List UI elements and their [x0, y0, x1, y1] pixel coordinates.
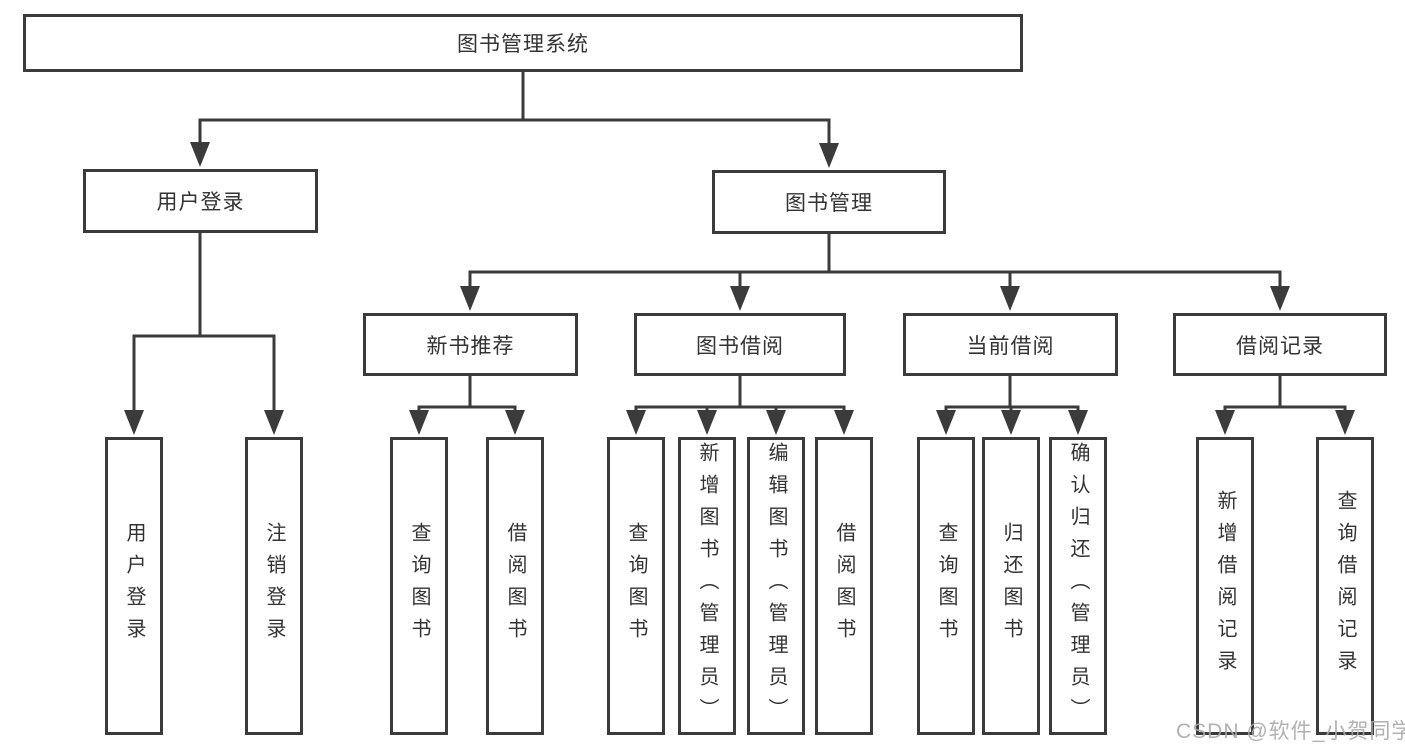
- node-return-book: 归还图书: [982, 437, 1040, 735]
- node-borrow-book-label: 借阅图书: [833, 522, 855, 650]
- node-add-borrow-record: 新增借阅记录: [1196, 437, 1254, 735]
- node-query-book: 查询图书: [607, 437, 665, 735]
- node-user-login-label: 用户登录: [156, 191, 245, 214]
- csdn-watermark: CSDN @软件_小贺同学: [1176, 720, 1405, 743]
- node-book-borrow: 图书借阅: [634, 313, 846, 376]
- node-add-book-admin: 新增图书（管理员）: [678, 437, 736, 735]
- node-return-book-label: 归还图书: [1000, 522, 1022, 650]
- node-book-borrow-label: 图书借阅: [696, 334, 784, 358]
- node-current-borrow: 当前借阅: [903, 313, 1118, 376]
- node-new-book-recommend: 新书推荐: [363, 313, 578, 376]
- node-borrow-book: 借阅图书: [486, 437, 544, 735]
- node-borrow-records: 借阅记录: [1173, 313, 1387, 376]
- node-book-management: 图书管理: [712, 170, 946, 234]
- node-borrow-records-label: 借阅记录: [1236, 334, 1324, 358]
- node-query-book: 查询图书: [390, 437, 448, 735]
- node-edit-book-admin: 编辑图书（管理员）: [747, 437, 805, 735]
- node-query-borrow-record-label: 查询借阅记录: [1334, 490, 1356, 682]
- node-root: 图书管理系统: [23, 14, 1023, 72]
- node-confirm-return-admin-label: 确认归还（管理员）: [1067, 442, 1089, 730]
- node-query-book-label: 查询图书: [408, 522, 430, 650]
- node-query-book-label: 查询图书: [625, 522, 647, 650]
- node-user-login: 用户登录: [83, 169, 318, 233]
- node-user-login-action: 用户登录: [105, 437, 163, 735]
- node-current-borrow-label: 当前借阅: [966, 334, 1055, 358]
- node-logout-action-label: 注销登录: [263, 522, 285, 650]
- node-borrow-book: 借阅图书: [815, 437, 873, 735]
- node-logout-action: 注销登录: [245, 437, 303, 735]
- node-add-borrow-record-label: 新增借阅记录: [1214, 490, 1236, 682]
- node-add-book-admin-label: 新增图书（管理员）: [696, 442, 718, 730]
- node-borrow-book-label: 借阅图书: [504, 522, 526, 650]
- node-query-book: 查询图书: [917, 437, 975, 735]
- node-book-management-label: 图书管理: [785, 192, 873, 215]
- node-query-book-label: 查询图书: [935, 522, 957, 650]
- node-edit-book-admin-label: 编辑图书（管理员）: [765, 442, 787, 730]
- node-root-label: 图书管理系统: [457, 33, 589, 56]
- node-new-book-recommend-label: 新书推荐: [426, 334, 515, 358]
- node-query-borrow-record: 查询借阅记录: [1316, 437, 1374, 735]
- node-confirm-return-admin: 确认归还（管理员）: [1049, 437, 1107, 735]
- node-user-login-action-label: 用户登录: [123, 522, 145, 650]
